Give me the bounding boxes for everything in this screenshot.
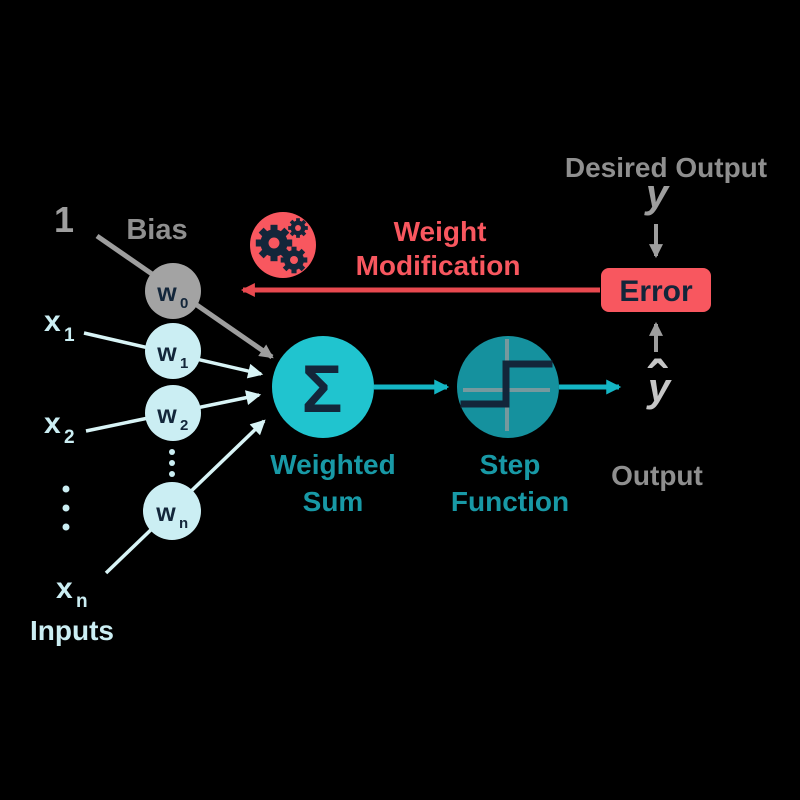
weight-w0-label: w	[156, 279, 177, 307]
bias-value-label: 1	[54, 199, 74, 240]
weight-node-w2	[145, 385, 201, 441]
step-function-label-line2: Function	[451, 486, 569, 517]
bias-weight-node	[145, 263, 201, 319]
weight-w2-sub: 2	[180, 417, 188, 434]
weight-modification-label-line2: Modification	[356, 250, 521, 281]
weight-w0-sub: 0	[180, 295, 188, 312]
output-symbol-hat: ˆ	[648, 349, 669, 412]
desired-output-label: Desired Output	[565, 152, 767, 183]
weight-wn-sub: n	[179, 515, 188, 532]
input-x1-sub: 1	[64, 325, 75, 346]
weighted-sum-label-line1: Weighted	[270, 449, 395, 480]
weights-ellipsis-dots	[169, 449, 175, 477]
weight-wn-label: w	[155, 499, 176, 527]
step-function-label-line1: Step	[480, 449, 541, 480]
weight-node-w1	[145, 323, 201, 379]
input-x2-label: x	[44, 407, 61, 440]
desired-output-symbol: y	[644, 172, 670, 216]
step-function-icon	[460, 339, 553, 431]
error-label: Error	[619, 275, 693, 308]
weighted-sum-label-line2: Sum	[303, 486, 364, 517]
input-xn-sub: n	[76, 591, 88, 612]
input-x2-sub: 2	[64, 427, 75, 448]
output-symbol: y	[646, 366, 672, 410]
weight-w1-label: w	[156, 339, 177, 367]
weight-w1-sub: 1	[180, 355, 188, 372]
error-box	[601, 268, 711, 312]
output-label: Output	[611, 460, 703, 491]
sum-node	[272, 336, 374, 438]
inputs-ellipsis-dots	[62, 485, 70, 531]
bias-label: Bias	[126, 214, 187, 246]
sigma-symbol: Σ	[302, 351, 343, 427]
weight-modification-label-line1: Weight	[394, 216, 487, 247]
input-xn-label: x	[56, 572, 73, 605]
input-x1-label: x	[44, 305, 61, 338]
weight-node-wn	[143, 482, 201, 540]
weight-w2-label: w	[156, 401, 177, 429]
inputs-label: Inputs	[30, 615, 114, 646]
